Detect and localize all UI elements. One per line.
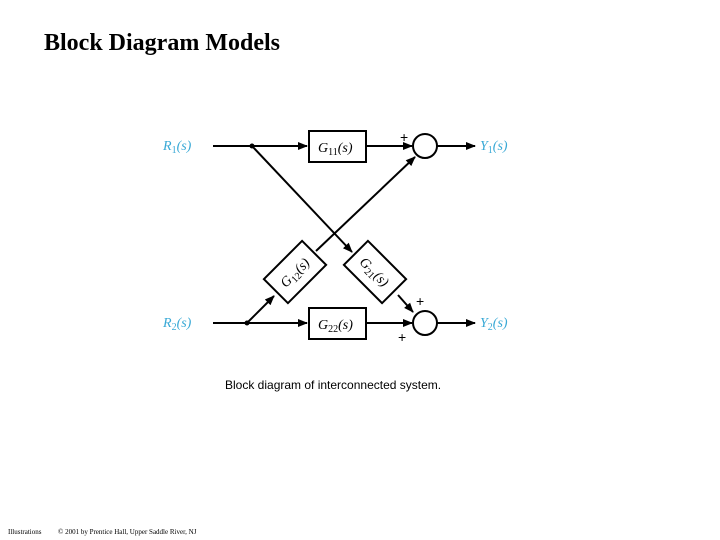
summing-junction-1: [412, 133, 438, 159]
block-g21: G21(s): [342, 239, 408, 305]
block-g11: [308, 130, 367, 163]
slide-title: Block Diagram Models: [44, 30, 280, 56]
diagram-caption: Block diagram of interconnected system.: [225, 378, 442, 392]
footer-copyright: © 2001 by Prentice Hall, Upper Saddle Ri…: [58, 528, 197, 536]
connector-r1-to-g21: [251, 145, 353, 253]
block-g12: G12(s): [262, 239, 328, 305]
output-label-y2: Y2(s): [480, 316, 508, 333]
input-label-r1: R1(s): [162, 139, 192, 156]
output-label-y1: Y1(s): [480, 139, 508, 156]
block-g22: [308, 307, 367, 340]
block-g22-label: G22(s): [318, 318, 353, 335]
connector-r2-to-g12: [246, 295, 275, 324]
sum2-top-sign: +: [416, 293, 424, 309]
sum2-bottom-sign: +: [398, 329, 406, 345]
connector-g12-to-sum1: [315, 156, 416, 252]
connector-g21-to-sum2: [397, 294, 414, 313]
footer-illustrations: Illustrations: [8, 528, 42, 536]
block-g11-label: G11(s): [318, 141, 353, 158]
input-label-r2: R2(s): [162, 316, 192, 333]
summing-junction-2: [412, 310, 438, 336]
sum1-top-sign: +: [400, 129, 408, 145]
